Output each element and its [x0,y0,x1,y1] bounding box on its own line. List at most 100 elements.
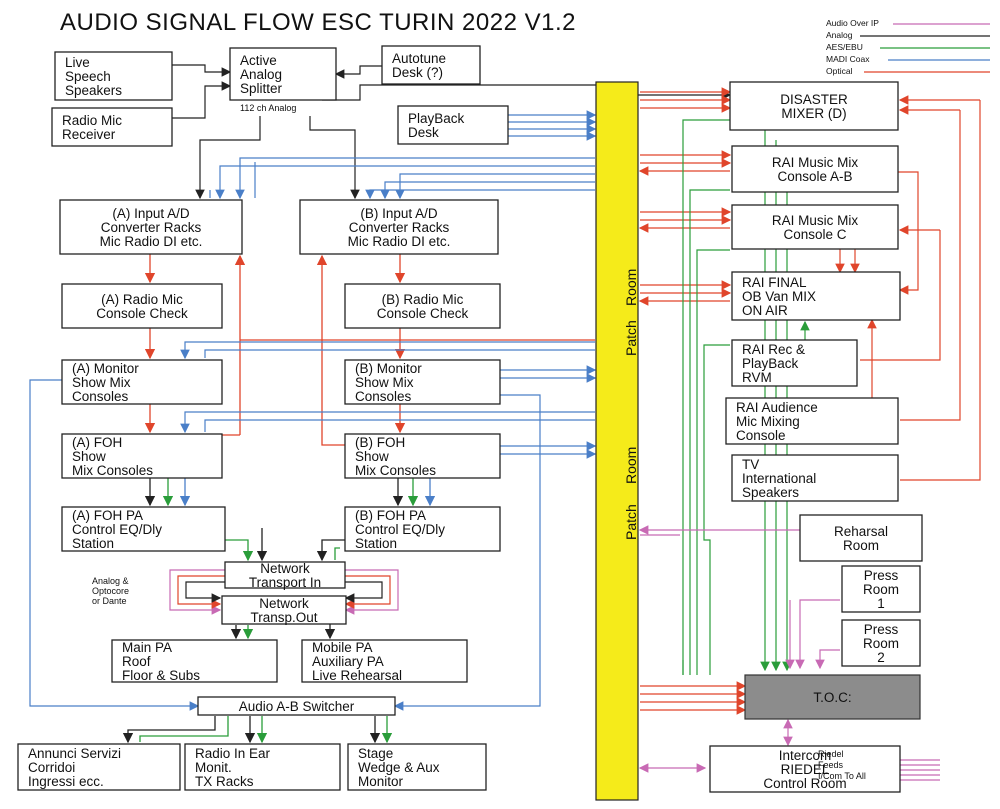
a-foh-label-2: Show [72,449,106,464]
autotune-label-2: Desk (?) [392,65,443,80]
svg-text:MADI Coax: MADI Coax [826,54,870,64]
b-foh-label-2: Show [355,449,389,464]
a-monitor-label-3: Consoles [72,389,129,404]
b-foh-pa-label-2: Control EQ/Dly [355,522,445,537]
b-foh-label-3: Mix Consoles [355,463,436,478]
patch-label-lower-patch: Patch [623,504,639,540]
rai-final-label-3: ON AIR [742,303,788,318]
legend-item: Audio Over IP [826,18,990,28]
b-foh-label-1: (B) FOH [355,435,405,450]
mobile-pa-label-1: Mobile PA [312,640,373,655]
svg-text:Audio Over IP: Audio Over IP [826,18,879,28]
stage-wedge-label-3: Monitor [358,774,404,789]
rai-rec-label-3: RVM [742,370,772,385]
net-out-label-2: Transp.Out [250,610,317,625]
b-input-label-3: Mic Radio DI etc. [348,234,451,249]
radio-in-ear-label-2: Monit. [195,760,232,775]
a-input-label-3: Mic Radio DI etc. [100,234,203,249]
disaster-label-1: DISASTER [780,92,848,107]
diagram-title: AUDIO SIGNAL FLOW ESC TURIN 2022 V1.2 [60,9,576,36]
press2-label-1: Press [864,622,899,637]
rehearsal-label-1: Reharsal [834,524,888,539]
patch-label-upper-patch: Patch [623,320,639,356]
tv-intl-label-1: TV [742,457,759,472]
ab-switcher-label-1: Audio A-B Switcher [239,699,355,714]
live-speech-label-1: Live [65,55,90,70]
annunci-label-2: Corridoi [28,760,75,775]
a-input-label-1: (A) Input A/D [112,206,190,221]
intercom-label-2: RIEDEL [781,762,830,777]
patch-label-lower-room: Room [623,447,639,484]
b-monitor-label-2: Show Mix [355,375,414,390]
toc-box: T.O.C: [744,674,921,720]
b-radio-check-label-2: Console Check [377,306,469,321]
main-pa-label-1: Main PA [122,640,172,655]
a-foh-pa-label-1: (A) FOH PA [72,508,143,523]
splitter-channel-note: 112 ch Analog [240,103,296,113]
toc-label-1: T.O.C: [813,690,851,705]
net-out-label-1: Network [259,596,309,611]
b-monitor-label-1: (B) Monitor [355,361,422,376]
rai-audience-label-3: Console [736,428,786,443]
live-speech-label-3: Speakers [65,83,122,98]
mobile-pa-label-2: Auxiliary PA [312,654,384,669]
splitter-label-2: Analog [240,67,282,82]
main-pa-label-3: Floor & Subs [122,668,200,683]
a-foh-pa-label-3: Station [72,536,114,551]
stage-wedge-label-1: Stage [358,746,393,761]
svg-text:Optical: Optical [826,66,853,76]
radio-mic-receiver-label-2: Receiver [62,127,116,142]
b-foh-pa-label-1: (B) FOH PA [355,508,426,523]
playback-desk-label-2: Desk [408,125,439,140]
legend-item: Optical [826,66,990,76]
a-monitor-label-2: Show Mix [72,375,131,390]
main-pa-label-2: Roof [122,654,151,669]
intercom-label-1: Intercom [779,748,832,763]
b-foh-pa-label-3: Station [355,536,397,551]
rai-music-ab-label-1: RAI Music Mix [772,155,859,170]
press1-label-3: 1 [877,596,885,611]
rai-final-label-2: OB Van MIX [742,289,816,304]
splitter-label-1: Active [240,53,277,68]
b-radio-check-label-1: (B) Radio Mic [382,292,464,307]
rai-music-c-label-1: RAI Music Mix [772,213,859,228]
rai-audience-label-1: RAI Audience [736,400,818,415]
rai-audience-label-2: Mic Mixing [736,414,800,429]
b-monitor-label-3: Consoles [355,389,412,404]
intercom-label-3: Control Room [763,776,846,791]
a-input-label-2: Converter Racks [101,220,202,235]
tv-intl-label-2: International [742,471,816,486]
svg-text:AES/EBU: AES/EBU [826,42,863,52]
b-input-label-1: (B) Input A/D [360,206,438,221]
patch-room-bar: Room Patch Room Patch [595,81,639,801]
rai-rec-label-2: PlayBack [742,356,799,371]
b-input-label-2: Converter Racks [349,220,450,235]
